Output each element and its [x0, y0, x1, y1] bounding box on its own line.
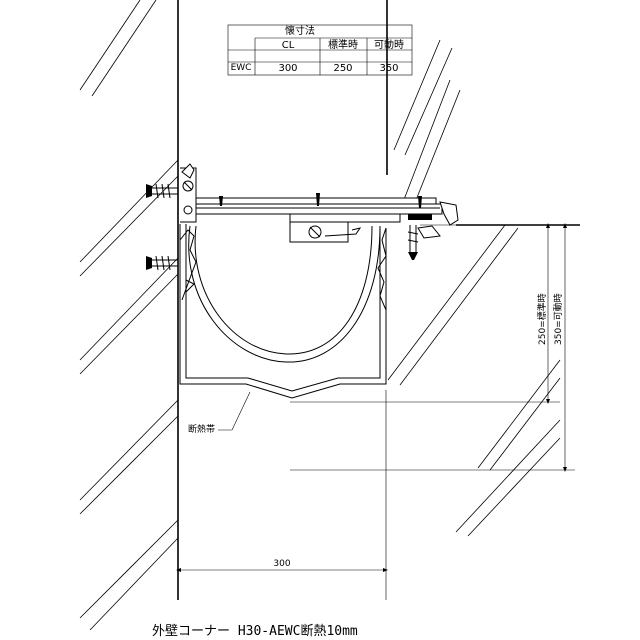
table-title: 懐寸法 [285, 24, 315, 37]
dim-bottom-text: 300 [273, 559, 290, 569]
table-value-standard: 250 [333, 63, 352, 74]
bottom-dimension: 300 [176, 390, 388, 600]
table-header-cl: CL [282, 40, 295, 51]
table-value-cl: 300 [278, 63, 297, 74]
table-header-movable: 可動時 [374, 38, 404, 51]
joint-assembly [146, 163, 459, 271]
seal-gutter [179, 224, 387, 399]
dimension-lines: 250=標準時 350=可動時 [290, 223, 575, 472]
table-value-movable: 350 [379, 63, 398, 74]
dimension-table: 懐寸法 CL 標準時 可動時 EWC 300 250 350 [227, 24, 413, 76]
dim-standard-text: 250=標準時 [536, 293, 548, 345]
drawing-caption: 外壁コーナー H30-AEWC断熱10mm [152, 624, 358, 639]
table-row-label: EWC [231, 63, 252, 73]
dim-movable-text: 350=可動時 [553, 293, 564, 345]
left-wall [79, 0, 179, 631]
insulation-text: 断熱帯 [188, 423, 215, 435]
table-header-standard: 標準時 [328, 38, 358, 51]
right-structure [386, 0, 580, 537]
insulation-label: 断熱帯 [188, 391, 251, 435]
